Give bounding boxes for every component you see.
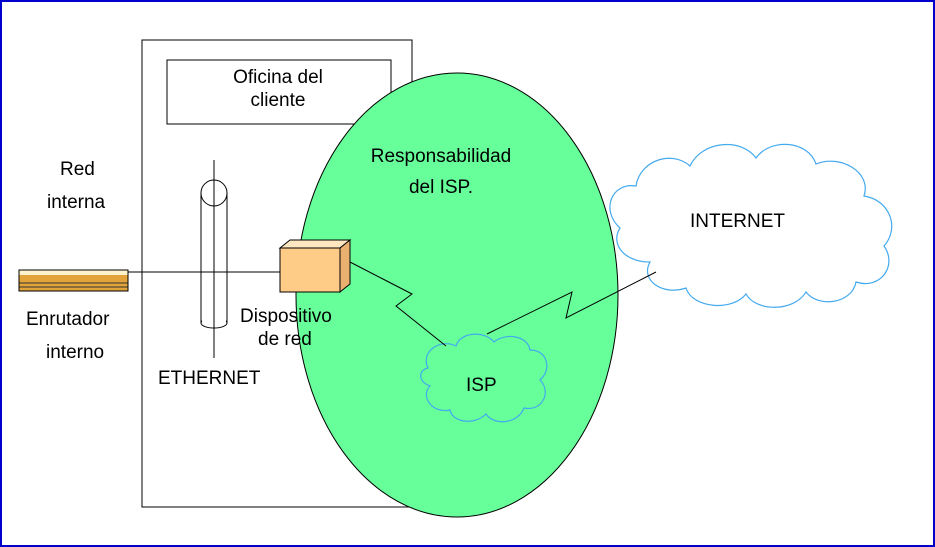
internal-router-icon: [18, 269, 129, 292]
network-device-label-line-2: de red: [258, 329, 312, 350]
isp-responsibility-label: Responsabilidad del ISP.: [356, 145, 526, 199]
isp-cloud-icon: [420, 333, 548, 423]
isp-responsibility-label-line-1: Responsabilidad: [370, 146, 512, 167]
internet-cloud-icon: [609, 143, 893, 308]
office-label-line-1: Oficina del: [233, 67, 323, 88]
internal-router-label: Enrutador interno: [26, 308, 109, 364]
network-device-icon: [278, 238, 352, 294]
isp-responsibility-label-line-2: del ISP.: [408, 177, 474, 198]
internal-router-label-line-2: interno: [46, 342, 105, 363]
internal-network-label: Red interna: [40, 158, 105, 214]
internal-network-label-line-1: Red: [60, 159, 95, 180]
ethernet-label: ETHERNET: [158, 368, 261, 389]
wan-link-device-isp: [349, 261, 447, 347]
isp-responsibility-ellipse: [295, 72, 619, 518]
wan-link-isp-internet-a: [486, 271, 657, 335]
office-label: Oficina del cliente: [193, 66, 363, 112]
network-device-label: Dispositivo de red: [240, 305, 332, 351]
office-label-line-2: cliente: [250, 90, 306, 111]
office-name-box: [166, 59, 392, 125]
isp-cloud-label: ISP: [466, 375, 497, 396]
internet-cloud-label: INTERNET: [690, 211, 785, 232]
ethernet-cylinder-icon: [200, 160, 228, 358]
internal-network-label-line-2: interna: [47, 192, 106, 213]
network-device-label-line-1: Dispositivo: [240, 306, 332, 327]
internal-router-label-line-1: Enrutador: [26, 309, 110, 330]
